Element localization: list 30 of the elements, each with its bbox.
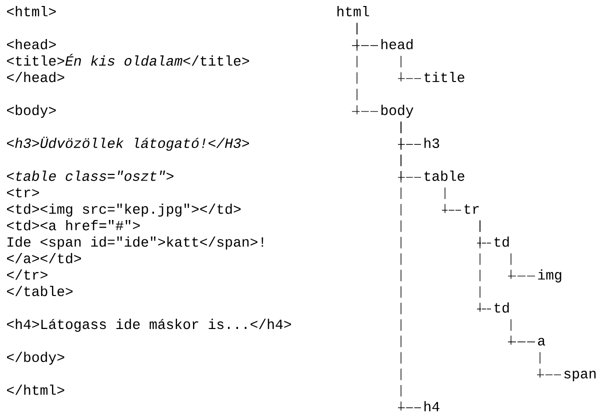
tag-name: td: [494, 236, 509, 247]
tag-name: h3: [424, 138, 440, 148]
code-line: </head>: [7, 72, 64, 82]
tag-name: title: [424, 72, 464, 82]
code-line: <head>: [7, 38, 56, 50]
code-line: </table>: [7, 286, 73, 296]
tag-name: img: [538, 269, 562, 282]
tag-name: a: [538, 338, 546, 346]
code-line: <body>: [7, 104, 56, 118]
code-line: <td><a href="#">: [7, 220, 140, 230]
code-line: <h4>Látogass ide máskor is...</h4>: [7, 318, 291, 332]
code-line: <table class="oszt">: [7, 170, 174, 181]
code-line: <tr>: [7, 188, 39, 198]
code-line: </a></td>: [7, 252, 81, 264]
code-line: <html>: [7, 6, 56, 16]
tag-name: table: [424, 170, 464, 181]
tag-name: html: [337, 6, 370, 16]
tag-name: h4: [424, 401, 440, 412]
tag-name: head: [381, 38, 413, 50]
code-line: </body>: [7, 352, 64, 365]
code-line: <title>Én kis oldalam</title>: [7, 54, 250, 66]
tag-name: td: [494, 302, 509, 313]
code-line: Ide <span id="ide">katt</span>!: [8, 236, 264, 250]
tag-name: tr: [464, 204, 479, 214]
code-line: <h3>Üdvözöllek látogató!</H3>: [7, 136, 249, 151]
tag-name: span: [564, 370, 596, 382]
code-line: </html>: [7, 384, 64, 395]
code-line: </tr>: [7, 269, 48, 280]
code-line: <td><img src="kep.jpg"></td>: [7, 204, 241, 217]
tag-name: body: [381, 104, 414, 118]
